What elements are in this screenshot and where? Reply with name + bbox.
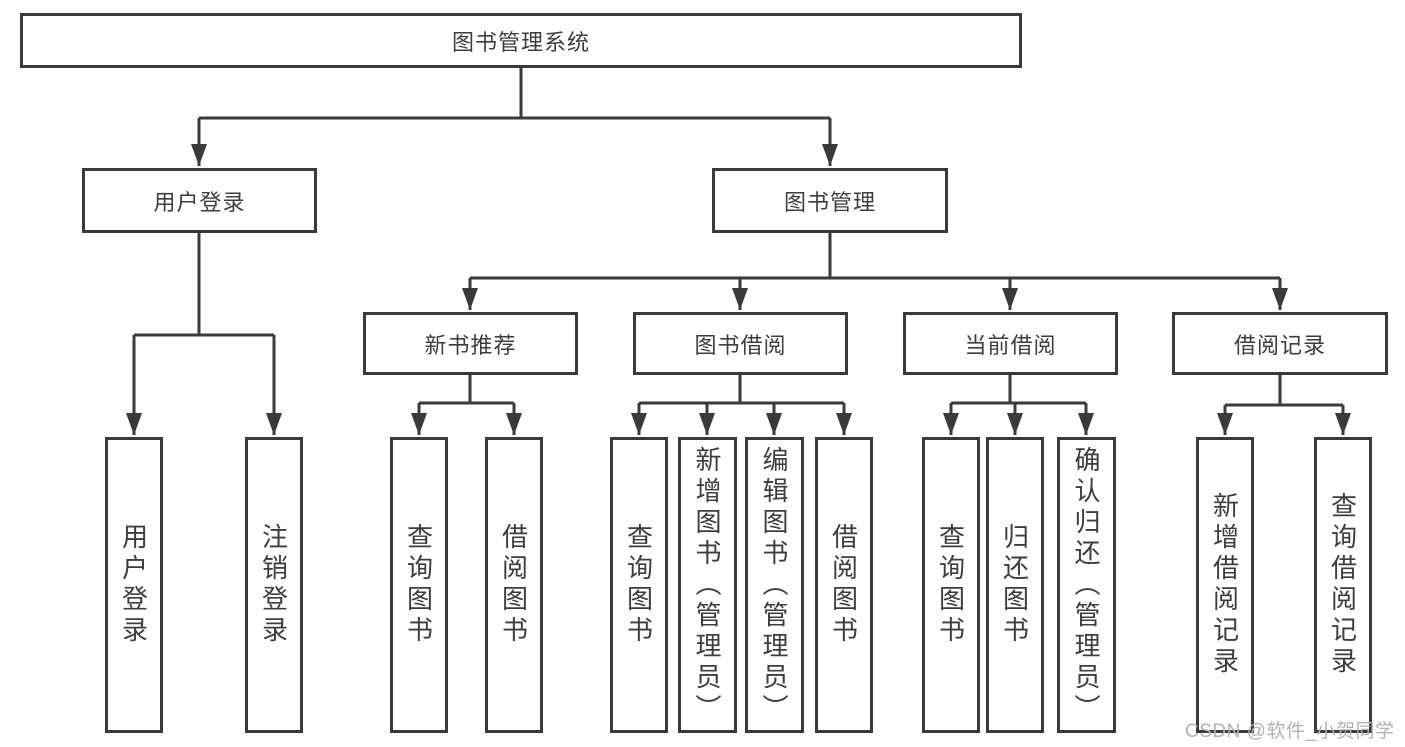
node-borrow-record-label: 借阅记录	[1233, 332, 1326, 358]
node-book-borrow: 图书借阅	[633, 312, 848, 375]
leaf-query-books-current: 查询图书	[922, 437, 980, 733]
leaf-query-books-borrow-label: 查询图书	[623, 523, 654, 647]
leaf-logout: 注销登录	[245, 437, 303, 733]
node-user-login: 用户登录	[82, 168, 317, 233]
leaf-add-book-admin-label: 新增图书（管理员）	[692, 445, 722, 725]
leaf-borrow-books-recommend-label: 借阅图书	[498, 523, 529, 647]
leaf-user-login-label: 用户登录	[118, 523, 149, 647]
node-current-borrow: 当前借阅	[903, 312, 1118, 375]
leaf-query-books-current-label: 查询图书	[935, 523, 966, 647]
node-new-book-recommend: 新书推荐	[363, 312, 578, 375]
leaf-query-books-recommend-label: 查询图书	[403, 523, 434, 647]
leaf-user-login: 用户登录	[105, 437, 163, 733]
leaf-return-book: 归还图书	[986, 437, 1044, 733]
leaf-logout-label: 注销登录	[258, 523, 289, 647]
leaf-return-book-label: 归还图书	[999, 523, 1030, 647]
watermark: CSDN @软件_小贺同学	[1185, 721, 1395, 742]
leaf-borrow-books-recommend: 借阅图书	[485, 437, 543, 733]
node-borrow-record: 借阅记录	[1172, 312, 1388, 375]
node-root-label: 图书管理系统	[451, 29, 590, 55]
node-current-borrow-label: 当前借阅	[964, 332, 1057, 358]
leaf-query-borrow-record: 查询借阅记录	[1314, 437, 1372, 733]
leaf-confirm-return-admin: 确认归还（管理员）	[1057, 437, 1116, 733]
leaf-edit-book-admin-label: 编辑图书（管理员）	[759, 445, 789, 725]
leaf-query-books-recommend: 查询图书	[390, 437, 448, 733]
node-book-management: 图书管理	[712, 168, 948, 233]
leaf-confirm-return-admin-label: 确认归还（管理员）	[1071, 445, 1101, 725]
leaf-add-book-admin: 新增图书（管理员）	[678, 437, 737, 733]
leaf-query-books-borrow: 查询图书	[610, 437, 668, 733]
node-book-borrow-label: 图书借阅	[694, 332, 787, 358]
leaf-borrow-books-label: 借阅图书	[828, 523, 859, 647]
leaf-edit-book-admin: 编辑图书（管理员）	[745, 437, 804, 733]
leaf-borrow-books: 借阅图书	[815, 437, 873, 733]
node-root-library-system: 图书管理系统	[20, 13, 1022, 68]
node-book-management-label: 图书管理	[783, 189, 876, 215]
node-new-book-recommend-label: 新书推荐	[424, 332, 517, 358]
leaf-add-borrow-record-label: 新增借阅记录	[1209, 492, 1240, 678]
node-user-login-label: 用户登录	[153, 189, 246, 215]
leaf-add-borrow-record: 新增借阅记录	[1196, 437, 1254, 733]
leaf-query-borrow-record-label: 查询借阅记录	[1327, 492, 1358, 678]
